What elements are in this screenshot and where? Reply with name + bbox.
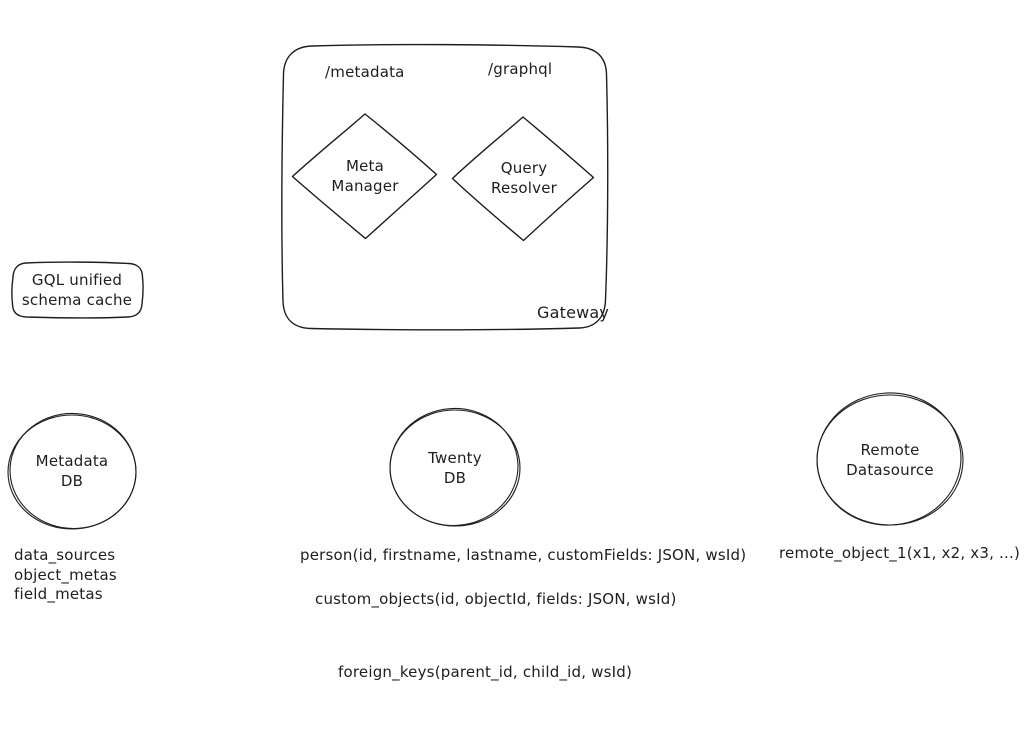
twenty-db-label: Twenty DB [428, 448, 482, 487]
metadata-db-label: Metadata DB [35, 451, 109, 490]
meta-manager-label: Meta Manager [331, 156, 399, 195]
gateway-box-shape [281, 43, 609, 331]
twenty-db-table-person: person(id, firstname, lastname, customFi… [300, 546, 747, 564]
metadata-db-table-3: field_metas [14, 585, 103, 603]
remote-datasource-circle-shape-2 [816, 392, 962, 526]
schema-cache-box-shape [11, 261, 144, 319]
remote-datasource-label: Remote Datasource [846, 440, 934, 479]
gateway-label: Gateway [537, 303, 610, 322]
remote-datasource-table-1: remote_object_1(x1, x2, x3, ...) [779, 544, 1021, 562]
query-resolver-diamond-shape [451, 116, 595, 242]
metadata-db-table-2: object_metas [14, 566, 117, 584]
route-metadata-label: /metadata [325, 63, 405, 81]
route-graphql-label: /graphql [488, 60, 553, 78]
metadata-db-table-1: data_sources [14, 546, 116, 564]
twenty-db-table-foreign-keys: foreign_keys(parent_id, child_id, wsId) [338, 663, 633, 681]
metadata-db-circle-shape-2 [9, 412, 137, 530]
meta-manager-diamond-shape [291, 113, 438, 240]
twenty-db-circle-shape-2 [389, 407, 519, 527]
twenty-db-table-custom-objects: custom_objects(id, objectId, fields: JSO… [315, 590, 677, 608]
schema-cache-label: GQL unified schema cache [21, 270, 133, 309]
query-resolver-label: Query Resolver [490, 158, 558, 197]
